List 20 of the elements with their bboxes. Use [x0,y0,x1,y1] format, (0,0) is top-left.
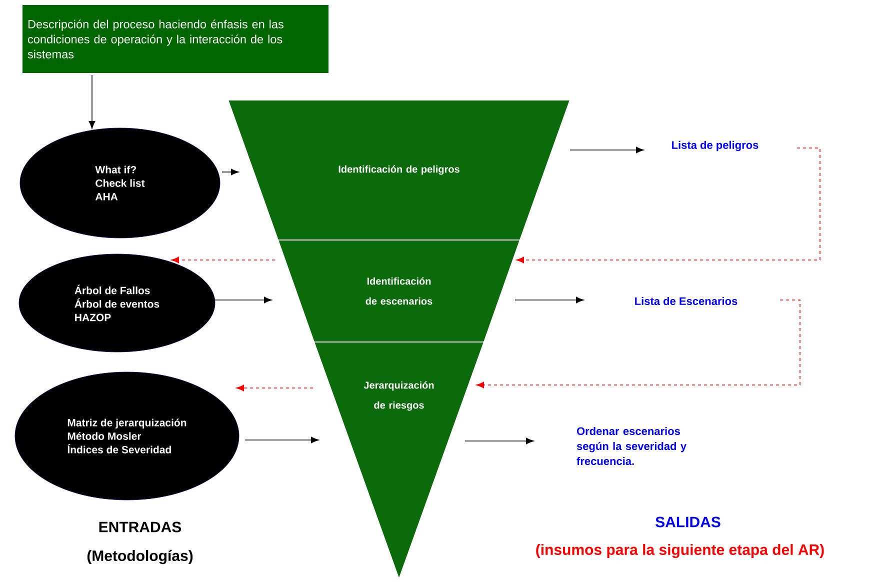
arrow [464,438,534,444]
inputs-subheading: (Metodologías) [87,550,193,564]
arrow [570,146,644,154]
output-text: Ordenar escenarios según la severidad y frecuencia. [576,426,686,466]
arrow [236,384,314,392]
arrow [212,296,272,304]
description-box: Descripción del proceso haciendo énfasis en las condiciones de operación y la interacción de los sistemas [22,5,328,73]
arrow [171,256,276,264]
arrow [222,168,239,176]
arrow [476,300,800,388]
output-text: Lista de peligros [672,140,758,152]
arrow [514,296,584,304]
inputs-heading: ENTRADAS [99,522,182,532]
arrow [516,148,820,264]
arrow [88,74,96,129]
arrow [244,436,319,444]
node-label: Jerarquización de riesgos [364,381,434,411]
outputs-subheading: (insumos para la siguiente etapa del AR) [536,544,824,558]
output-text: Lista de Escenarios [635,296,738,306]
outputs-heading: SALIDAS [656,516,720,528]
